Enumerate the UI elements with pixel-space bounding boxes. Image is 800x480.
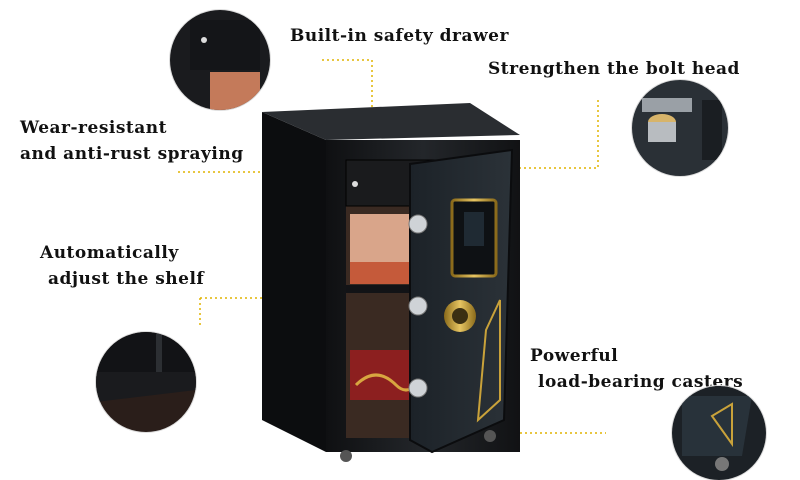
detail-casters-circle [672, 386, 766, 480]
label-bolt-head: Strengthen the bolt head [488, 59, 740, 79]
label-safety-drawer: Built-in safety drawer [290, 26, 509, 46]
drawer-keyhole-icon [352, 181, 358, 187]
label-spraying-line2: and anti-rust spraying [20, 144, 244, 164]
bolt-head-1 [408, 214, 428, 234]
leader-drawer [322, 59, 373, 170]
detail-bolt-circle [632, 80, 728, 176]
caster-front-right [484, 430, 496, 442]
bolt-head-2 [408, 296, 428, 316]
safe-top [262, 103, 520, 140]
caster-front-left [340, 450, 352, 462]
detail-drawer-circle [170, 10, 270, 110]
label-shelf-line2: adjust the shelf [48, 269, 205, 289]
label-shelf-line1: Automatically [40, 243, 179, 263]
label-spraying-line1: Wear-resistant [20, 118, 168, 138]
detail-shelf-circle [96, 332, 196, 432]
label-casters-line1: Powerful [530, 346, 619, 366]
bolt-head-3 [408, 378, 428, 398]
safe-side-panel [262, 112, 326, 452]
adjustable-shelf [346, 285, 426, 293]
lower-compartment [350, 350, 420, 400]
door-ornament [476, 299, 501, 423]
